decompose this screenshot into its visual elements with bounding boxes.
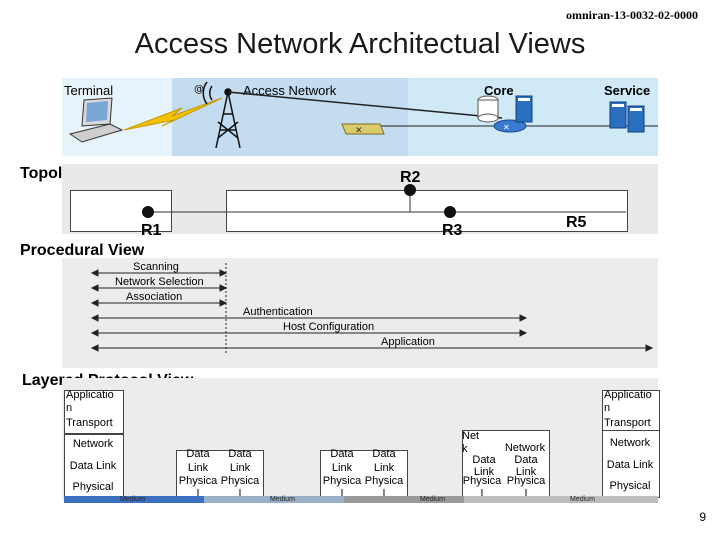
svg-text:✕: ✕ bbox=[355, 126, 363, 136]
relay-1-phys-right: Physica l bbox=[220, 475, 260, 500]
right-physical-layer: Physical bbox=[609, 480, 651, 492]
r1-point bbox=[142, 206, 154, 218]
terminal-label: Terminal bbox=[64, 83, 114, 98]
relay-3-phys-right: Physica l bbox=[506, 475, 546, 500]
left-network-layer: Network bbox=[72, 438, 114, 450]
procedure-authentication: Authentication bbox=[243, 306, 313, 318]
topology-reference-points bbox=[142, 184, 626, 218]
r3-point bbox=[444, 206, 456, 218]
right-network-layer: Network bbox=[609, 437, 651, 449]
relay-1-box bbox=[176, 450, 264, 498]
procedure-host-configuration: Host Configuration bbox=[283, 321, 375, 333]
procedure-application: Application bbox=[381, 336, 435, 348]
r2-label: R2 bbox=[400, 169, 421, 186]
access-network-box bbox=[226, 190, 628, 232]
svg-text:✕: ✕ bbox=[503, 123, 510, 132]
relay-3-data-right: Data bbox=[514, 454, 538, 466]
access-network-label: Access Network bbox=[243, 83, 337, 98]
service-server-icon bbox=[609, 101, 645, 133]
switch-icon: ✕ bbox=[341, 123, 385, 136]
terminal-box bbox=[70, 190, 172, 232]
r2-point bbox=[404, 184, 416, 196]
right-lower-layers-box bbox=[602, 430, 660, 498]
medium-label-4: Medium bbox=[570, 496, 595, 503]
procedural-band bbox=[62, 258, 658, 368]
relay-2-box bbox=[320, 450, 408, 498]
r5-label: R5 bbox=[566, 214, 587, 231]
relay-1-data-right: Data bbox=[228, 448, 252, 460]
relay-2-data-left: Data bbox=[330, 448, 354, 460]
database-icon bbox=[477, 95, 499, 123]
relay-2-link-right: Link bbox=[373, 462, 395, 474]
relay-1-phys-left: Physica l bbox=[178, 475, 218, 500]
relay-1-data-left: Data bbox=[186, 448, 210, 460]
left-transport-layer: Transport bbox=[66, 417, 113, 429]
document-id: omniran-13-0032-02-0000 bbox=[566, 8, 698, 22]
relay-1-link-right: Link bbox=[229, 462, 251, 474]
relay-3-network-left: Net k bbox=[462, 430, 480, 455]
procedure-association: Association bbox=[126, 291, 183, 303]
left-application-layer: Applicatio n bbox=[66, 389, 114, 414]
access-network-band bbox=[172, 78, 408, 156]
right-transport-layer: Transport bbox=[604, 417, 651, 429]
relay-3-network-right: Network bbox=[504, 442, 546, 454]
relay-2-link-left: Link bbox=[331, 462, 353, 474]
relay-3-data-left: Data bbox=[472, 454, 496, 466]
left-data-link-layer: Data Link bbox=[69, 460, 117, 472]
relay-2-phys-right: Physica l bbox=[364, 475, 404, 500]
relay-3-link-right: Link bbox=[515, 466, 537, 478]
relay-2-data-right: Data bbox=[372, 448, 396, 460]
page-number: 9 bbox=[699, 510, 706, 524]
backhaul-line bbox=[227, 91, 503, 119]
service-label: Service bbox=[604, 83, 651, 98]
medium-label-3: Medium bbox=[420, 496, 445, 503]
page-title: Access Network Architectual Views bbox=[134, 28, 586, 60]
core-label: Core bbox=[484, 83, 514, 98]
relay-3-phys-left: Physica l bbox=[462, 475, 502, 500]
r1-label: R1 bbox=[141, 222, 162, 239]
router-icon: ✕ bbox=[493, 119, 527, 133]
procedure-network-selection: Network Selection bbox=[115, 276, 204, 288]
left-physical-layer: Physical bbox=[72, 481, 114, 493]
terminal-band bbox=[62, 78, 172, 156]
right-data-link-layer: Data Link bbox=[606, 459, 654, 471]
medium-label-1: Medium bbox=[120, 496, 145, 503]
relay-2-phys-left: Physica l bbox=[322, 475, 362, 500]
wireless-link-icon bbox=[123, 97, 223, 131]
core-server-icon bbox=[515, 95, 533, 123]
media-bars bbox=[64, 496, 658, 503]
wireless-icon: @ bbox=[194, 84, 204, 95]
laptop-icon bbox=[68, 97, 124, 143]
relay-3-link-left: Link bbox=[473, 466, 495, 478]
right-application-layer: Applicatio n bbox=[604, 389, 652, 414]
left-lower-layers-box bbox=[64, 434, 124, 498]
relay-1-link-left: Link bbox=[187, 462, 209, 474]
medium-label-2: Medium bbox=[270, 496, 295, 503]
procedure-scanning: Scanning bbox=[133, 261, 179, 273]
procedural-view-label: Procedural View bbox=[20, 242, 145, 259]
architecture-illustration: @ ✕ ✕ bbox=[68, 81, 658, 149]
left-app-transport-box bbox=[64, 390, 124, 434]
r3-label: R3 bbox=[442, 222, 463, 239]
procedural-arrows bbox=[90, 263, 654, 355]
